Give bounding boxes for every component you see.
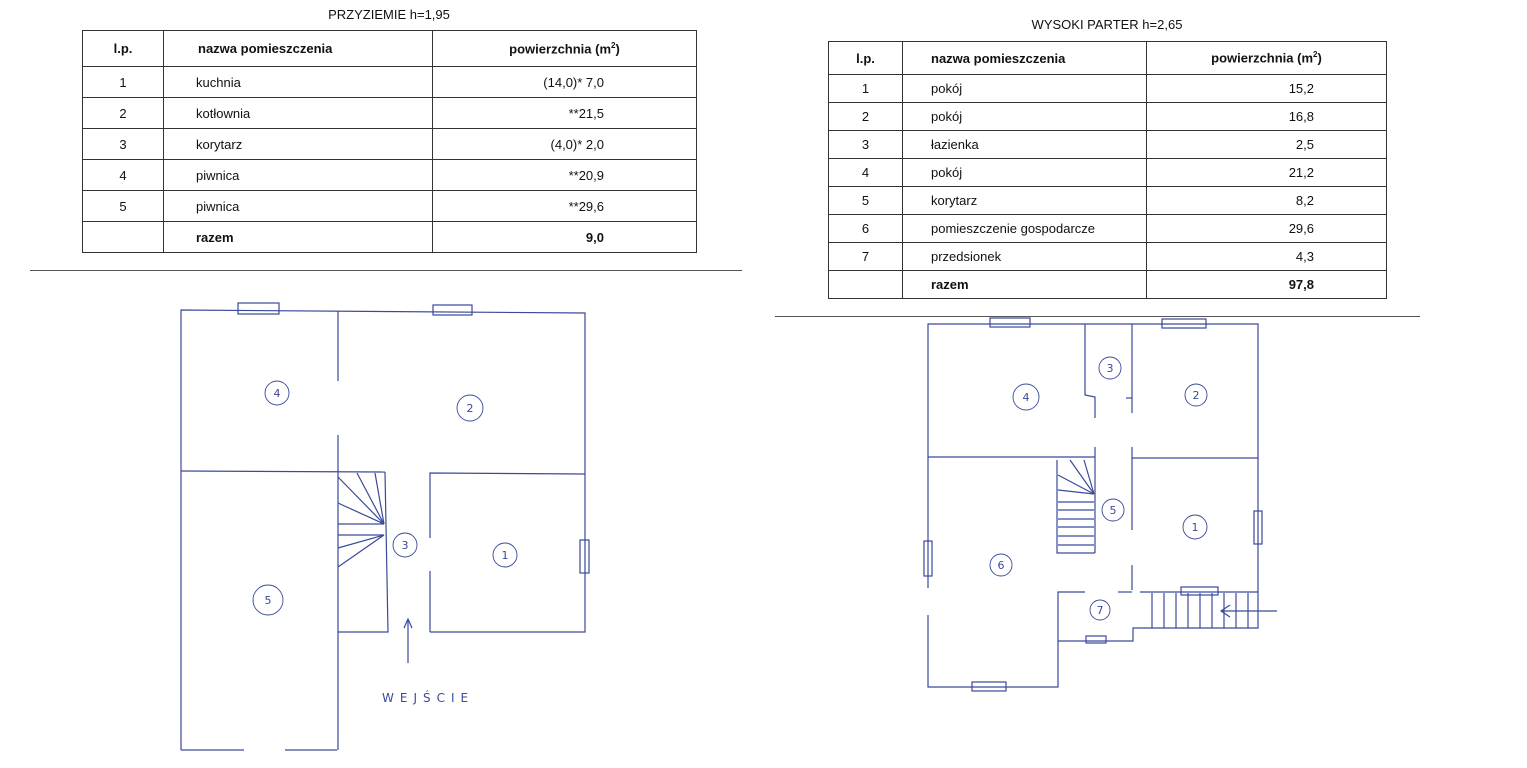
divider (30, 270, 742, 271)
room-label: 3 (1107, 362, 1114, 375)
header-lp: l.p. (82, 30, 164, 67)
area-cell: **29,6 (432, 190, 697, 222)
header-area: powierzchnia (m2) (432, 30, 697, 67)
ground-floor-table: l.p. nazwa pomieszczenia powierzchnia (m… (82, 30, 697, 253)
room-label: 1 (1192, 521, 1199, 534)
header-name: nazwa pomieszczenia (902, 41, 1147, 75)
entrance-label: WEJŚCIE (382, 690, 474, 705)
name-cell: razem (163, 221, 433, 253)
high-ground-floor-plan: 4 3 2 5 1 6 7 (923, 317, 1277, 692)
header-name: nazwa pomieszczenia (163, 30, 433, 67)
name-cell: pomieszczenie gospodarcze (902, 214, 1147, 243)
name-cell: korytarz (902, 186, 1147, 215)
name-cell: łazienka (902, 130, 1147, 159)
area-cell: (14,0)* 7,0 (432, 66, 697, 98)
room-label: 1 (502, 549, 509, 562)
name-cell: piwnica (163, 190, 433, 222)
area-cell: **21,5 (432, 97, 697, 129)
lp-cell (828, 270, 903, 299)
divider (775, 316, 1420, 317)
room-label: 4 (1023, 391, 1030, 404)
area-cell: 29,6 (1146, 214, 1387, 243)
area-cell: 8,2 (1146, 186, 1387, 215)
room-label: 2 (1193, 389, 1200, 402)
room-label: 2 (467, 402, 474, 415)
room-label: 6 (998, 559, 1005, 572)
area-cell: 97,8 (1146, 270, 1387, 299)
name-cell: pokój (902, 158, 1147, 187)
area-cell: 9,0 (432, 221, 697, 253)
high-ground-floor-table: l.p. nazwa pomieszczenia powierzchnia (m… (828, 41, 1387, 299)
lp-cell: 3 (828, 130, 903, 159)
room-label: 3 (402, 539, 409, 552)
room-label: 7 (1097, 604, 1104, 617)
high-ground-floor-title: WYSOKI PARTER h=2,65 (1031, 17, 1183, 32)
lp-cell: 3 (82, 128, 164, 160)
table-header: l.p. nazwa pomieszczenia powierzchnia (m… (82, 30, 697, 67)
name-cell: piwnica (163, 159, 433, 191)
lp-cell: 7 (828, 242, 903, 271)
ground-floor-title: PRZYZIEMIE h=1,95 (328, 7, 450, 22)
ground-floor-plan: 4 2 3 1 5 WEJŚCIE (180, 302, 590, 751)
name-cell: pokój (902, 102, 1147, 131)
room-label: 5 (265, 594, 272, 607)
table-header: l.p. nazwa pomieszczenia powierzchnia (m… (828, 41, 1387, 75)
room-label: 5 (1110, 504, 1117, 517)
lp-cell: 1 (828, 74, 903, 103)
lp-cell (82, 221, 164, 253)
name-cell: kuchnia (163, 66, 433, 98)
name-cell: razem (902, 270, 1147, 299)
name-cell: kotłownia (163, 97, 433, 129)
area-cell: (4,0)* 2,0 (432, 128, 697, 160)
room-label: 4 (274, 387, 281, 400)
